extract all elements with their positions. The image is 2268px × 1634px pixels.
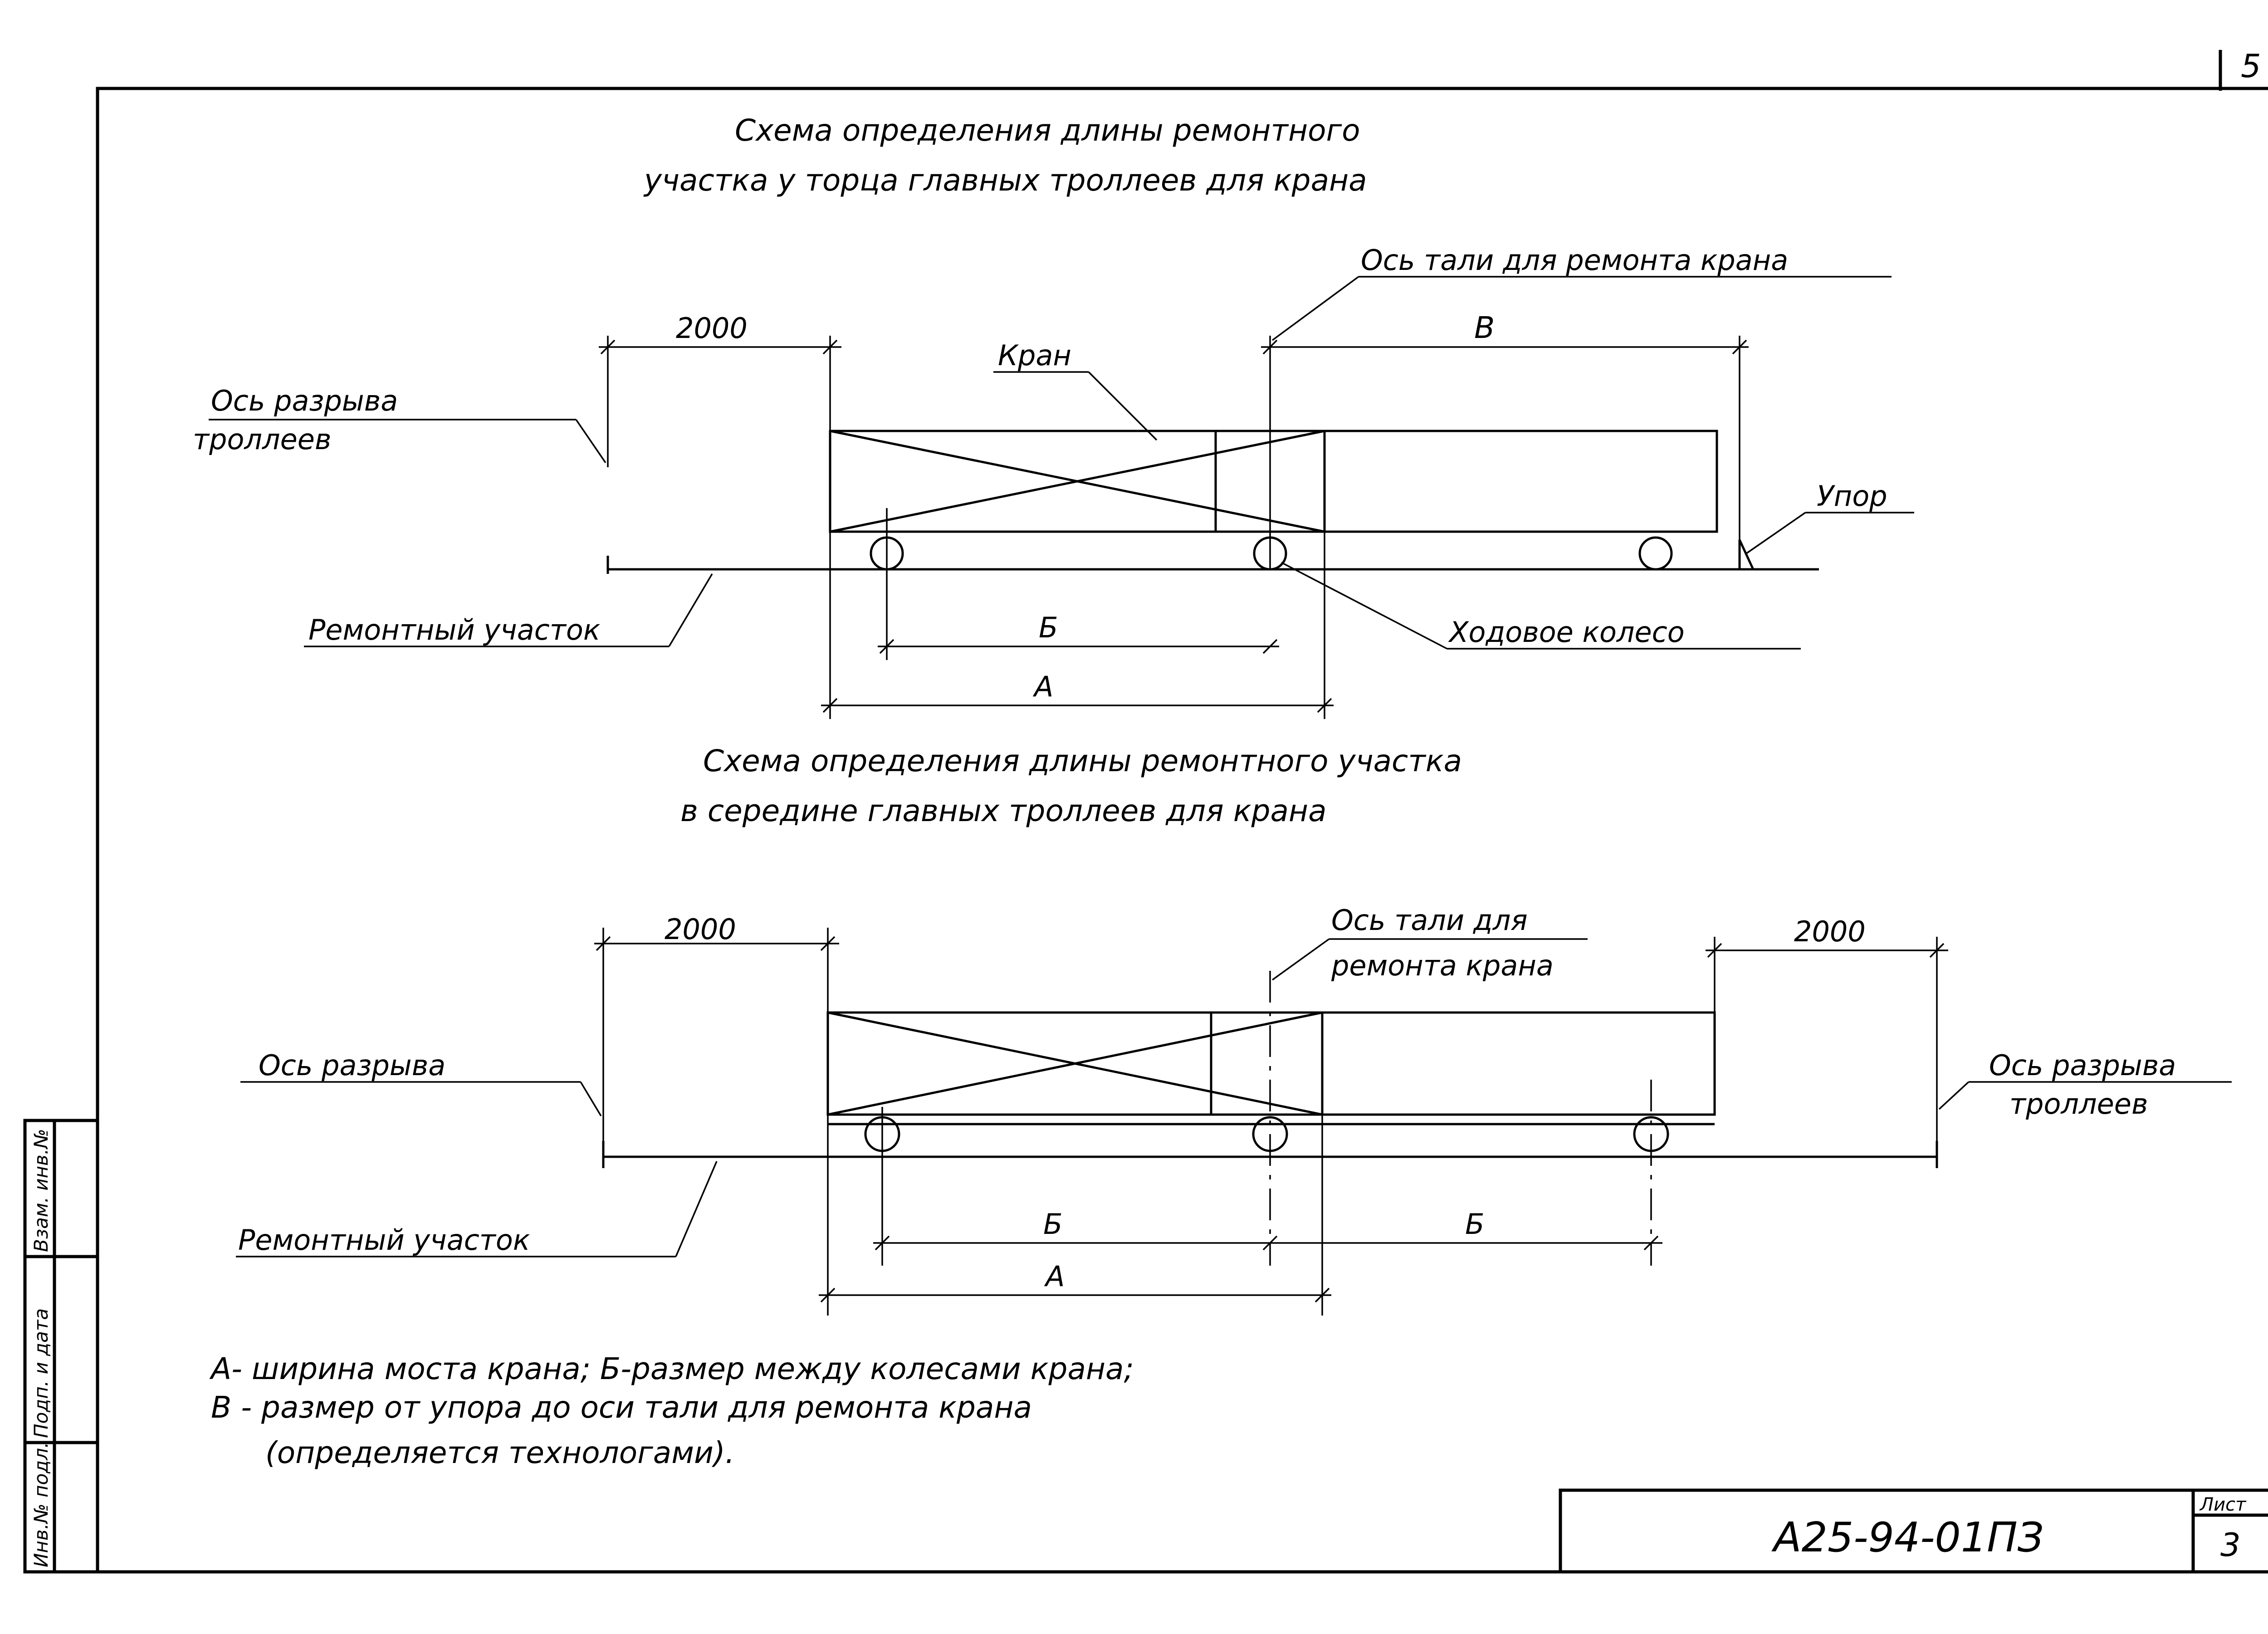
diagram2-dim-2000-right: 2000 — [1794, 915, 1866, 948]
legend-line3: (определяется технологами). — [265, 1435, 735, 1470]
legend-line1: А- ширина моста крана; Б-размер между ко… — [209, 1351, 1134, 1386]
diagram1-crane-leader — [1088, 371, 1158, 441]
diagram1-dim-2000: 2000 — [676, 312, 748, 345]
diagram1-crane-label: Кран — [998, 339, 1071, 372]
stamp-cell-sign-date: Подп. и дата — [30, 1308, 52, 1438]
diagram2-break-axis-left: Ось разрыва — [259, 1049, 445, 1082]
doc-code: А25-94-01ПЗ — [1771, 1514, 2043, 1561]
stamp-cell-substitute: Взам. инв.№ — [30, 1129, 52, 1252]
diagram1-stop — [1738, 539, 1755, 571]
diagram2-dim-2000-left: 2000 — [665, 913, 736, 946]
diagram2-title-line1: Схема определения длины ремонтного участ… — [703, 744, 1462, 778]
diagram2-title-line2: в середине главных троллеев для крана — [680, 793, 1327, 828]
diagram1-break-axis-line1: Ось разрыва — [211, 384, 398, 417]
diagram2-repair-section-label: Ремонтный участок — [238, 1223, 530, 1257]
diagram1-stop-label: Упор — [1817, 479, 1887, 513]
diagram2-break-axis-right-leader — [1938, 1081, 1970, 1110]
side-stamp: Взам. инв.№ Подп. и дата Инв.№ подл. — [23, 1119, 99, 1574]
diagram2-repair-leader — [675, 1161, 718, 1257]
diagram2-hoist-rail-beam — [1321, 1011, 1716, 1116]
diagram1-title-line1: Схема определения длины ремонтного — [735, 113, 1360, 148]
diagram1-crane-cross-2 — [830, 430, 1325, 533]
title-block: А25-94-01ПЗ Лист 3 — [1559, 1488, 2268, 1574]
diagram2-hoist-axis-line2: ремонта крана — [1331, 949, 1554, 982]
diagram1-hoist-rail-beam — [1323, 430, 1718, 533]
diagram2-dim-A: А — [1044, 1260, 1065, 1293]
diagram1-repair-section-label: Ремонтный участок — [308, 613, 601, 646]
diagram1-dim-Bsmall: Б — [1039, 611, 1058, 644]
stamp-cell-inventory: Инв.№ подл. — [30, 1442, 52, 1567]
diagram2-hoist-axis-leader — [1271, 938, 1330, 981]
diagram1-hoist-axis-label: Ось тали для ремонта крана — [1361, 244, 1788, 277]
diagram1-title-line2: участка у торца главных троллеев для кра… — [643, 163, 1367, 198]
legend-line2: В - размер от упора до оси тали для ремо… — [211, 1390, 1032, 1425]
diagram2-break-axis-right-line2: троллеев — [2009, 1087, 2148, 1120]
diagram2-dim-Bsmall-2: Б — [1465, 1208, 1485, 1241]
diagram1-repair-leader — [668, 573, 713, 647]
diagram2-dim-Bsmall-1: Б — [1043, 1208, 1063, 1241]
diagram1-stop-leader — [1746, 512, 1806, 554]
page-number: 5 — [2241, 48, 2261, 85]
diagram1-wheel-leader — [1281, 562, 1447, 650]
diagram1-break-axis-leader — [575, 419, 606, 463]
diagram1-hoist-axis-leader — [1271, 276, 1359, 341]
diagram1-wheel-3 — [1638, 536, 1673, 571]
diagram2-break-axis-right-line1: Ось разрыва — [1989, 1049, 2176, 1082]
diagram2-break-axis-left-leader — [580, 1081, 602, 1116]
diagram2-crane-cross-2 — [827, 1011, 1323, 1116]
sheet-frame — [96, 87, 2268, 1574]
sheet-number: 3 — [2220, 1526, 2241, 1564]
diagram-1: Схема определения длины ремонтного участ… — [193, 113, 1914, 719]
diagram1-dim-B: В — [1474, 310, 1495, 345]
sheet-label: Лист — [2199, 1494, 2247, 1515]
diagram1-break-axis-line2: троллеев — [193, 423, 332, 456]
diagram1-wheel-label: Ходовое колесо — [1448, 616, 1685, 649]
diagram2-hoist-axis-line1: Ось тали для — [1331, 904, 1528, 937]
diagram1-dim-A: А — [1032, 670, 1053, 703]
diagram-2: Схема определения длины ремонтного участ… — [236, 744, 2232, 1316]
legend: А- ширина моста крана; Б-размер между ко… — [209, 1351, 1134, 1470]
